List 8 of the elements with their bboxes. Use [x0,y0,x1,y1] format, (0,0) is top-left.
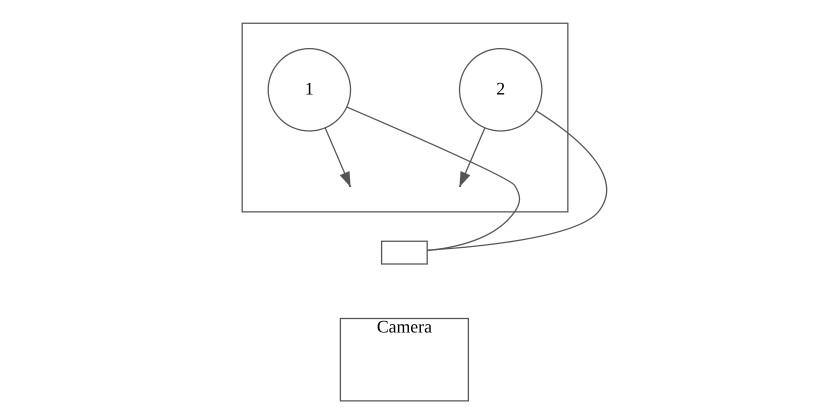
cluster [241,22,568,213]
node-box: Camera [339,318,468,402]
node-circle: 2 [458,48,542,132]
node-circle: 1 [267,48,351,132]
connector [426,110,606,251]
arrow [324,128,350,188]
node-box [380,240,428,265]
connector [346,106,520,252]
